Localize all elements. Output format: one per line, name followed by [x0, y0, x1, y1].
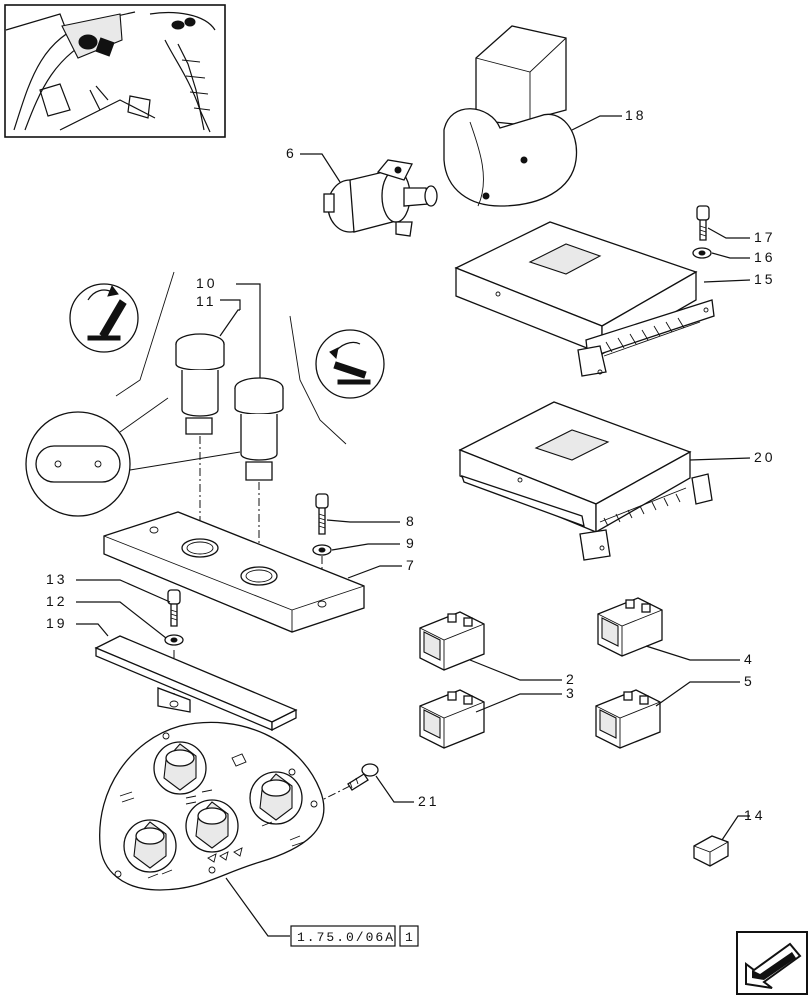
part-19-support-bracket: 19 [46, 615, 298, 732]
part-1-control-panel [99, 721, 325, 937]
leader-symbol-lower [289, 315, 347, 445]
reference-code: 1.75.0/06A [297, 930, 395, 945]
callout-15: 15 [754, 271, 776, 287]
callout-20: 20 [754, 449, 776, 465]
part-10-pushbutton: 10 [196, 275, 284, 481]
callout-18: 18 [625, 107, 647, 123]
callout-6: 6 [286, 145, 297, 161]
callout-14: 14 [744, 807, 766, 823]
callout-13: 13 [46, 571, 68, 587]
part-11-pushbutton: 11 [175, 293, 241, 435]
callout-11: 11 [196, 293, 217, 309]
part-3-rocker-switch: 3 [419, 685, 577, 749]
part-17-bolt: 17 [696, 205, 776, 245]
leader-symbol-raise [115, 271, 175, 397]
contact-detail-bubble [25, 397, 241, 517]
part-15-electronic-control-unit: 15 [454, 221, 776, 377]
location-thumbnail [4, 4, 226, 138]
part-6-solenoid: 6 [286, 145, 438, 237]
part-18-mounting-bracket: 18 [443, 25, 647, 207]
callout-3: 3 [566, 685, 577, 701]
callout-12: 12 [46, 593, 68, 609]
part-21-screw: 21 [347, 763, 440, 809]
callout-17: 17 [754, 229, 776, 245]
reference-sheet: 1 [405, 930, 415, 945]
panel-knob [185, 799, 239, 853]
panel-knob [153, 741, 207, 795]
callout-4: 4 [744, 651, 755, 667]
cross-reference-box[interactable]: 1.75.0/06A 1 [290, 925, 419, 947]
part-4-rocker-switch: 4 [597, 597, 755, 667]
callout-2: 2 [566, 671, 577, 687]
panel-knob [249, 771, 303, 825]
callout-21: 21 [418, 793, 440, 809]
callout-5: 5 [744, 673, 755, 689]
part-7-mounting-plate: 7 [103, 511, 417, 633]
lift-raise-symbol [69, 283, 139, 353]
next-page-arrow-icon[interactable] [736, 931, 808, 995]
part-8-bolt: 8 [315, 493, 417, 535]
part-2-rocker-switch: 2 [419, 611, 577, 687]
lift-lower-symbol [315, 329, 385, 399]
part-16-washer: 16 [692, 247, 776, 265]
callout-7: 7 [406, 557, 417, 573]
callout-9: 9 [406, 535, 417, 551]
part-13-bolt: 13 [46, 571, 181, 627]
part-5-rocker-switch: 5 [595, 673, 755, 749]
part-14-connector-cap: 14 [693, 807, 766, 867]
callout-16: 16 [754, 249, 776, 265]
panel-knob [123, 819, 177, 873]
callout-10: 10 [196, 275, 218, 291]
part-9-washer: 9 [312, 535, 417, 556]
part-12-washer: 12 [46, 593, 184, 646]
callout-19: 19 [46, 615, 68, 631]
callout-8: 8 [406, 513, 417, 529]
part-20-electronic-control-unit: 20 [458, 401, 776, 561]
